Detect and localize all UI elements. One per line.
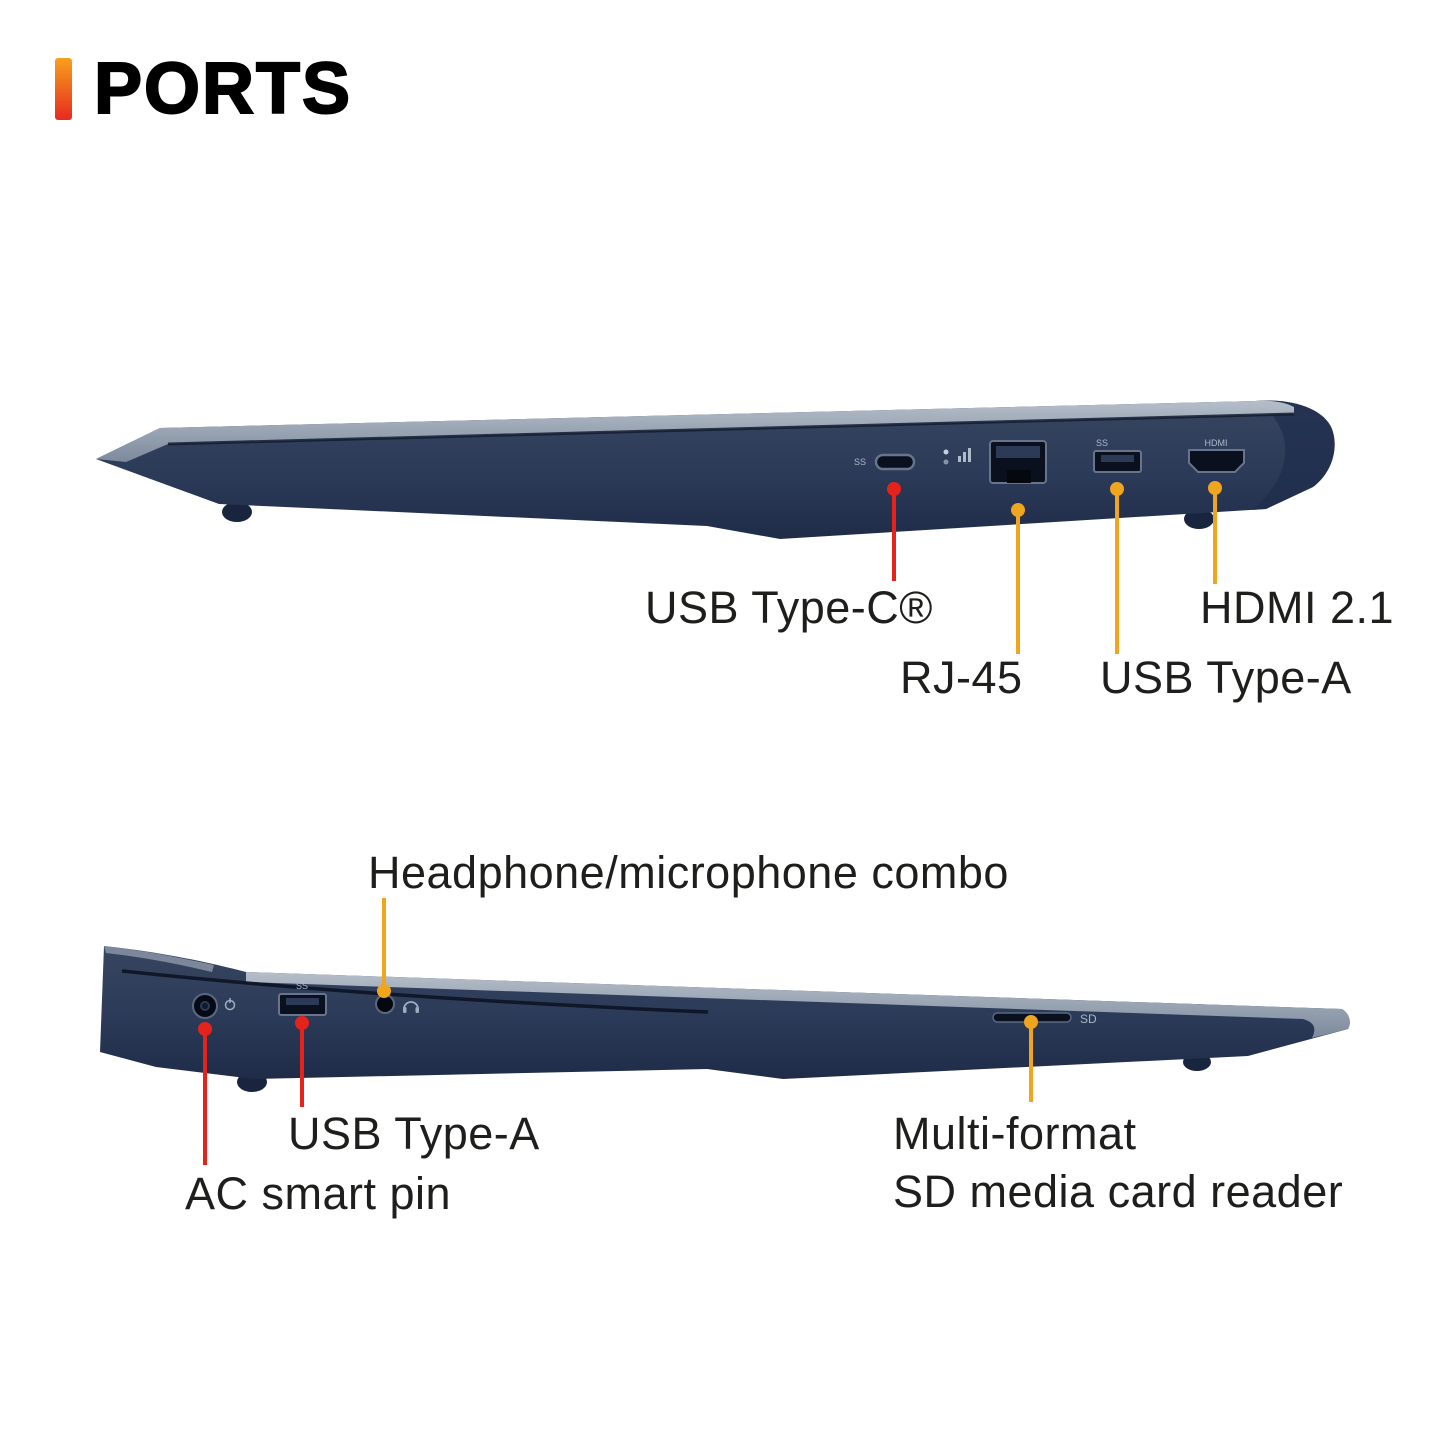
headphone-icon (403, 1001, 419, 1013)
sd-callout-line (1029, 1026, 1033, 1102)
title-accent-bar (55, 58, 72, 120)
rubber-foot (1184, 509, 1214, 529)
ac-pin-label: AC smart pin (185, 1168, 452, 1219)
usb-a-left-label: USB Type-A (288, 1108, 540, 1159)
ac-pin-callout-line (203, 1033, 207, 1165)
usb-a-marking: SS (296, 981, 308, 991)
laptop-left-side-view: SS SD (100, 946, 1350, 1092)
hdmi-callout-line (1213, 492, 1217, 584)
rj45-callout-line (1016, 514, 1020, 654)
usb-a-right-callout-dot (1110, 482, 1124, 496)
headphone-label: Headphone/microphone combo (368, 847, 1009, 898)
ac-pin-callout-dot (198, 1022, 212, 1036)
title-row: PORTS (55, 48, 352, 130)
headphone-callout-line (382, 898, 386, 986)
usb-c-marking: SS (854, 457, 866, 467)
usb-a-right-callout-line (1115, 493, 1119, 654)
usb-c-callout-line (892, 493, 896, 581)
usb-c-label: USB Type-C® (645, 582, 933, 633)
sd-marking: SD (1080, 1012, 1097, 1026)
rj45-label: RJ-45 (900, 652, 1023, 703)
hdmi-label: HDMI 2.1 (1200, 582, 1395, 633)
power-adapter-icon (224, 998, 236, 1011)
usb-a-left-callout-dot (295, 1016, 309, 1030)
usb-a-port: SS (1093, 438, 1142, 473)
hdmi-callout-dot (1208, 481, 1222, 495)
laptop-top-edge (246, 972, 1350, 1038)
usb-a-left-callout-line (300, 1027, 304, 1107)
sd-label-line1: Multi-format (893, 1108, 1137, 1159)
headphone-callout-dot (377, 984, 391, 998)
lid-seam (121, 969, 709, 1014)
usb-c-port: SS (854, 453, 916, 471)
laptop-top-edge (96, 400, 1294, 462)
hdmi-marking: HDMI (1205, 438, 1228, 448)
rj45-callout-dot (1011, 503, 1025, 517)
lid-seam (167, 412, 1295, 446)
sd-callout-dot (1024, 1015, 1038, 1029)
page-title: PORTS (93, 48, 353, 130)
usb-c-callout-dot (887, 482, 901, 496)
usb-a-right-label: USB Type-A (1100, 652, 1352, 703)
rj45-port (989, 440, 1047, 484)
laptop-right-side-view: SS SS HDMI (96, 400, 1335, 539)
rubber-foot (222, 502, 252, 522)
hdmi-port: HDMI (1188, 438, 1245, 473)
back-edge-highlight (104, 946, 214, 972)
hinge-shading (1252, 400, 1335, 510)
sd-label-line2: SD media card reader (893, 1166, 1344, 1217)
status-led-and-network-icon (943, 448, 971, 465)
usb-a-port: SS (278, 981, 327, 1016)
ac-power-port (192, 993, 218, 1019)
usb-a-marking: SS (1096, 438, 1108, 448)
